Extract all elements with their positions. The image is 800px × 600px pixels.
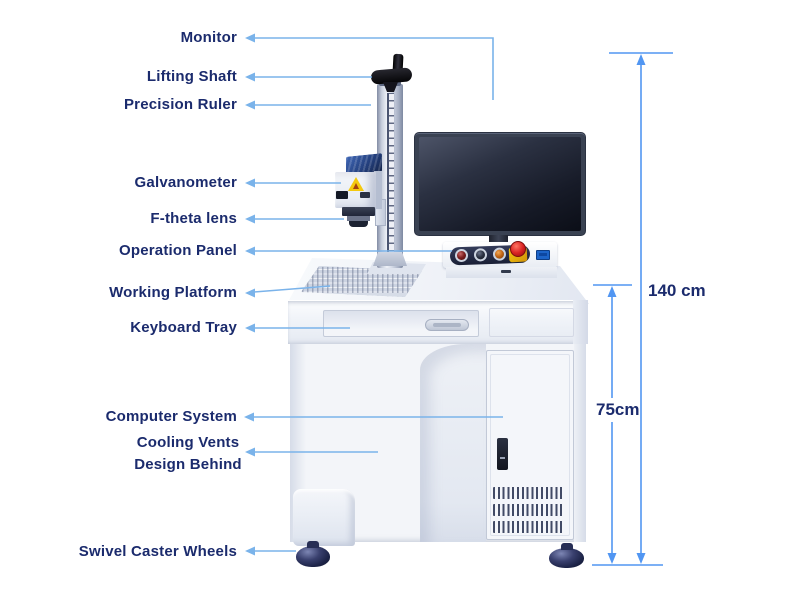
dimension-arrowhead-down (636, 553, 646, 564)
emergency-stop-button (510, 241, 526, 257)
label-precision-ruler: Precision Ruler (123, 96, 237, 114)
label-keyboard-tray: Keyboard Tray (130, 319, 237, 337)
vent-row (493, 521, 564, 533)
knee-space (420, 344, 486, 542)
label-working-platform: Working Platform (109, 284, 237, 302)
pointer-arrowhead (245, 214, 255, 224)
label-computer-system: Computer System (105, 408, 237, 426)
pointer-arrowhead (245, 246, 255, 256)
label-cooling-vents-line1: Cooling Vents (136, 434, 240, 451)
pointer-arrowhead (245, 288, 255, 298)
label-f-theta-lens: F-theta lens (150, 210, 237, 228)
usb-port (536, 250, 550, 260)
pointer-arrowhead (244, 412, 254, 422)
tray-right-panel (489, 308, 574, 337)
label-lifting-shaft: Lifting Shaft (146, 68, 237, 86)
cabinet-right-face (574, 344, 586, 542)
caster-wheel-right (549, 543, 584, 568)
caster-wheel-left (296, 541, 330, 567)
label-operation-panel: Operation Panel (118, 242, 237, 260)
vent-row (493, 504, 564, 516)
label-monitor: Monitor (180, 29, 237, 47)
pointer-arrowhead (245, 100, 255, 110)
galvo-port (360, 192, 370, 198)
label-swivel-caster-wheels: Swivel Caster Wheels (78, 543, 237, 561)
pointer-arrowhead (245, 33, 255, 43)
power-button (454, 248, 469, 263)
dimension-arrowhead-down (607, 553, 617, 564)
pointer-arrowhead (245, 178, 255, 188)
f-theta-lens-barrel (349, 221, 368, 227)
label-galvanometer: Galvanometer (134, 174, 237, 192)
column-foot (373, 252, 407, 266)
f-theta-lens-mount (342, 207, 375, 216)
pointer-arrowhead (245, 323, 255, 333)
monitor-stand (489, 235, 508, 246)
left-foot (293, 489, 355, 546)
vent-row (493, 487, 564, 499)
galvanometer-side-face (374, 171, 382, 209)
drawer-handle (425, 319, 469, 331)
pointer-arrowhead (245, 447, 255, 457)
f-theta-lens-ring (347, 216, 370, 221)
table-right-face (573, 300, 588, 344)
pointer-arrowhead (245, 546, 255, 556)
precision-ruler-strip (387, 93, 395, 259)
dimension-label-75cm: 75cm (596, 398, 639, 422)
key-switch-button (473, 248, 488, 262)
console-front-face (446, 267, 557, 278)
dimension-label-140cm: 140 cm (648, 281, 706, 300)
dimension-arrowhead-up (636, 54, 646, 65)
door-lock (497, 438, 508, 470)
pointer-line-monitor (254, 37, 494, 100)
laser-start-button (492, 247, 507, 261)
label-cooling-vents-line2: Design Behind (134, 456, 242, 473)
label-cooling-vents: Cooling Vents Design Behind (130, 432, 246, 476)
galvo-port (336, 191, 348, 199)
dimension-arrowhead-up (607, 286, 617, 297)
pointer-arrowhead (245, 72, 255, 82)
monitor-screen (419, 137, 581, 231)
